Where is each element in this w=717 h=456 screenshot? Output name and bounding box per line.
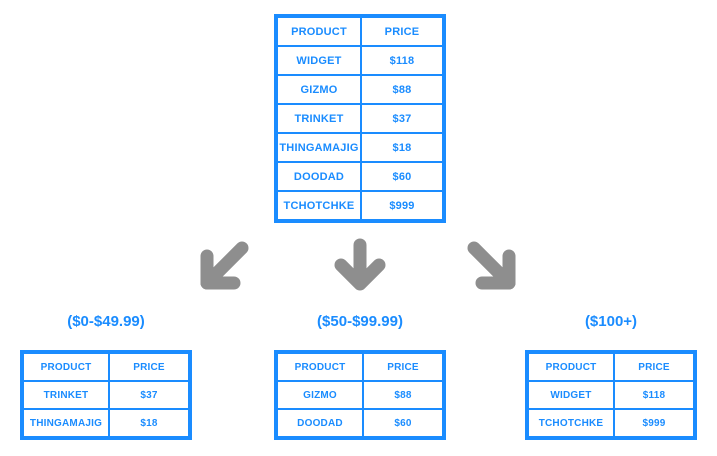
table-header-row: PRODUCT PRICE <box>277 353 443 381</box>
cell-price: $88 <box>363 381 443 409</box>
table-header-row: PRODUCT PRICE <box>277 17 443 46</box>
bucket-table-mid: PRODUCT PRICE GIZMO $88 DOODAD $60 <box>274 350 446 440</box>
cell-product: THINGAMAJIG <box>277 133 361 162</box>
cell-product: TRINKET <box>23 381 109 409</box>
column-header-product: PRODUCT <box>277 17 361 46</box>
bucket-label-mid: ($50-$99.99) <box>317 313 403 330</box>
bucket-label-low: ($0-$49.99) <box>67 313 145 330</box>
cell-product: WIDGET <box>277 46 361 75</box>
cell-product: DOODAD <box>277 409 363 437</box>
column-header-price: PRICE <box>109 353 189 381</box>
cell-price: $999 <box>360 191 443 220</box>
table-row: TCHOTCHKE $999 <box>528 409 694 437</box>
cell-product: GIZMO <box>277 381 363 409</box>
column-header-price: PRICE <box>614 353 694 381</box>
table-row: GIZMO $88 <box>277 75 443 104</box>
cell-price: $37 <box>360 104 443 133</box>
cell-price: $118 <box>360 46 443 75</box>
table-row: TCHOTCHKE $999 <box>277 191 443 220</box>
column-header-price: PRICE <box>363 353 443 381</box>
arrow-down-left-icon <box>200 241 249 290</box>
column-header-product: PRODUCT <box>23 353 109 381</box>
table-row: TRINKET $37 <box>23 381 189 409</box>
column-header-product: PRODUCT <box>277 353 363 381</box>
table-row: THINGAMAJIG $18 <box>277 133 443 162</box>
table-row: THINGAMAJIG $18 <box>23 409 189 437</box>
arrow-down-icon <box>334 238 386 291</box>
bucket-table-low: PRODUCT PRICE TRINKET $37 THINGAMAJIG $1… <box>20 350 192 440</box>
table-row: WIDGET $118 <box>528 381 694 409</box>
table-row: DOODAD $60 <box>277 162 443 191</box>
column-header-price: PRICE <box>360 17 443 46</box>
cell-product: TCHOTCHKE <box>528 409 614 437</box>
cell-price: $999 <box>614 409 694 437</box>
bucket-table-high: PRODUCT PRICE WIDGET $118 TCHOTCHKE $999 <box>525 350 697 440</box>
table-row: WIDGET $118 <box>277 46 443 75</box>
column-header-product: PRODUCT <box>528 353 614 381</box>
table-row: GIZMO $88 <box>277 381 443 409</box>
cell-price: $37 <box>109 381 189 409</box>
cell-product: WIDGET <box>528 381 614 409</box>
cell-product: GIZMO <box>277 75 361 104</box>
cell-price: $60 <box>363 409 443 437</box>
cell-price: $18 <box>109 409 189 437</box>
bucket-label-high: ($100+) <box>584 313 638 330</box>
source-product-price-table: PRODUCT PRICE WIDGET $118 GIZMO $88 TRIN… <box>274 14 446 223</box>
cell-product: THINGAMAJIG <box>23 409 109 437</box>
cell-price: $118 <box>614 381 694 409</box>
cell-product: TCHOTCHKE <box>277 191 361 220</box>
arrow-down-right-icon <box>467 241 516 290</box>
table-header-row: PRODUCT PRICE <box>23 353 189 381</box>
table-row: TRINKET $37 <box>277 104 443 133</box>
cell-price: $88 <box>360 75 443 104</box>
cell-price: $18 <box>360 133 443 162</box>
cell-product: TRINKET <box>277 104 361 133</box>
cell-product: DOODAD <box>277 162 361 191</box>
cell-price: $60 <box>360 162 443 191</box>
table-header-row: PRODUCT PRICE <box>528 353 694 381</box>
table-row: DOODAD $60 <box>277 409 443 437</box>
